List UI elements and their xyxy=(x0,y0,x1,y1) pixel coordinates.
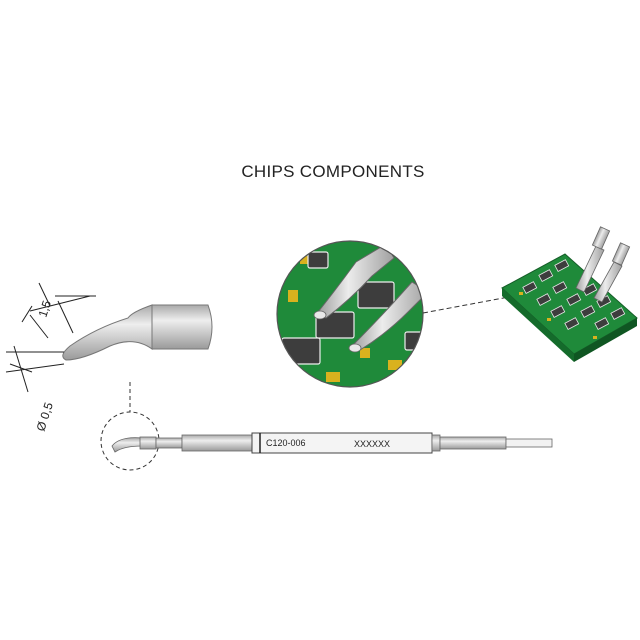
magnified-view xyxy=(276,240,424,388)
dimension-length-label: 1,5 xyxy=(36,298,55,319)
dimension-diameter xyxy=(5,345,65,393)
serial-placeholder: XXXXXX xyxy=(354,439,390,449)
dimension-diameter-label: Ø 0,5 xyxy=(34,400,56,433)
tip-closeup xyxy=(62,304,213,361)
soldering-tip xyxy=(111,432,553,454)
dimension-length xyxy=(21,282,96,339)
diagram-title: CHIPS COMPONENTS xyxy=(241,162,425,181)
pcb-board xyxy=(501,226,638,362)
part-number: C120-006 xyxy=(266,438,306,448)
detail-marker xyxy=(100,382,160,471)
